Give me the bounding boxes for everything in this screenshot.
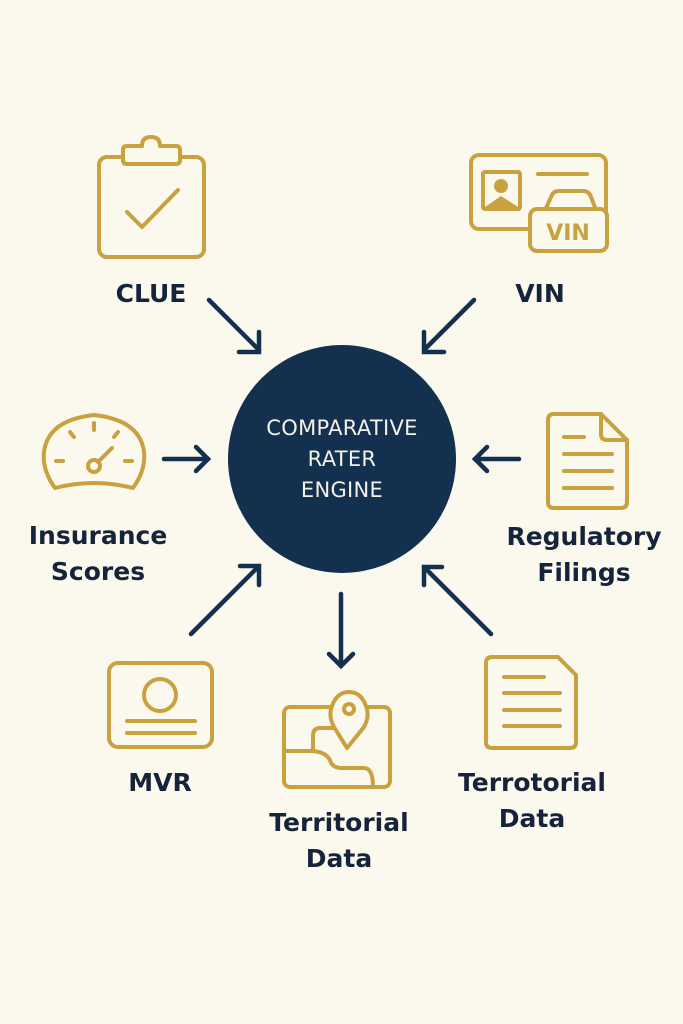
node-label-line: Insurance xyxy=(28,521,168,550)
node-label-line: Territorial xyxy=(269,808,409,837)
arrow-terrotorial-data-to-hub xyxy=(421,564,494,637)
arrow-mvr-to-hub xyxy=(188,563,262,637)
node-label-line: Regulatory xyxy=(506,522,662,551)
hub-circle xyxy=(228,345,456,573)
hub-label-line: ENGINE xyxy=(300,477,384,502)
document-icon xyxy=(546,412,629,510)
node-label-line: Scores xyxy=(50,557,146,586)
node-label-line: Data xyxy=(498,804,566,833)
node-label-clue: CLUE xyxy=(116,276,187,312)
node-label-vin: VIN xyxy=(515,276,565,312)
hub-label-line: RATER xyxy=(307,446,377,471)
arrow-regulatory-filings-to-hub xyxy=(471,444,522,474)
node-label-line: MVR xyxy=(128,768,192,797)
hub-label-line: COMPARATIVE xyxy=(266,415,418,440)
speedometer-icon xyxy=(41,413,147,490)
document-icon-secondary xyxy=(484,655,578,750)
map-pin-icon xyxy=(282,690,392,789)
clipboard-check-icon xyxy=(97,135,206,259)
id-card-icon xyxy=(107,661,214,749)
vin-badge-text: VIN xyxy=(546,221,590,246)
node-label-mvr: MVR xyxy=(128,765,191,801)
arrow-clue-to-hub xyxy=(206,297,262,355)
node-label-line: CLUE xyxy=(115,279,187,308)
node-label-insurance-scores: Insurance Scores xyxy=(29,518,168,590)
node-label-line: Filings xyxy=(537,558,631,587)
vin-card-icon xyxy=(469,153,609,253)
node-label-line: Terrotorial xyxy=(458,768,606,797)
node-label-regulatory-filings: Regulatory Filings xyxy=(506,519,661,591)
node-label-line: Data xyxy=(305,844,373,873)
arrow-vin-to-hub xyxy=(421,297,477,355)
node-label-territorial-data: Territorial Data xyxy=(269,805,408,877)
hub-label: COMPARATIVE RATER ENGINE xyxy=(228,345,456,573)
node-label-terrotorial-data: Terrotorial Data xyxy=(458,765,606,837)
node-label-line: VIN xyxy=(515,279,565,308)
arrow-insurance-scores-to-hub xyxy=(161,444,212,474)
arrow-hub-to-territorial-data xyxy=(326,591,356,670)
